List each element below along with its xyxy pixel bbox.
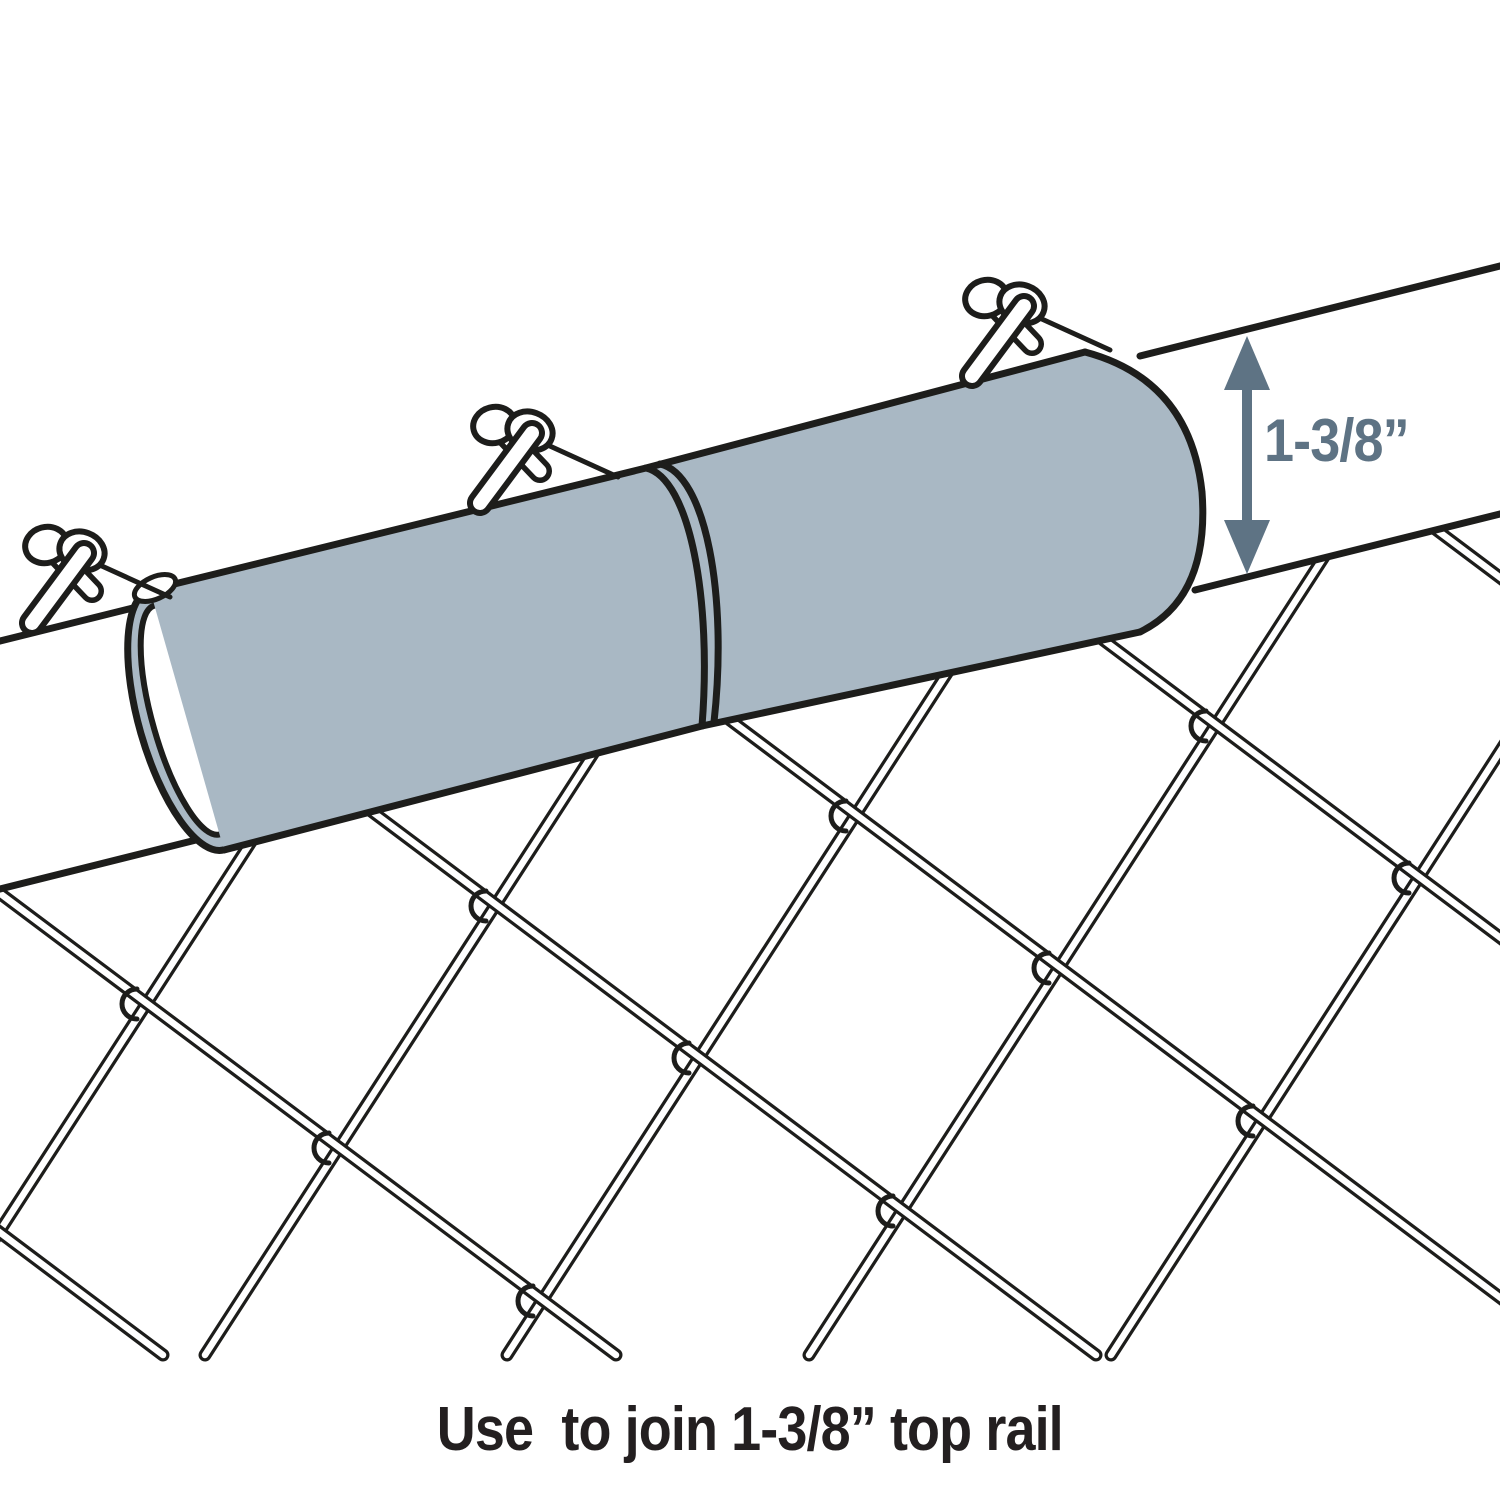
sleeve-right-segment	[642, 348, 1207, 730]
sleeve-left-segment	[124, 464, 708, 854]
arrowhead-up	[1224, 336, 1270, 390]
caption-text: Use to join 1-3/8” top rail	[436, 1395, 1064, 1464]
rail-bottom-edge-right	[1191, 510, 1500, 594]
rail-top-edge-right	[1136, 262, 1500, 360]
rail-bottom-edge-left	[0, 827, 236, 893]
sleeve-junction-front-rim	[642, 464, 708, 730]
arrowhead-down	[1224, 520, 1270, 574]
dimension-label: 1-3/8”	[1264, 407, 1410, 474]
dimension-arrow	[1224, 336, 1270, 574]
rail-sleeve	[124, 348, 1207, 854]
sleeve-junction-rear-rim	[656, 460, 722, 726]
caption: Use to join 1-3/8” top rail	[0, 1394, 1500, 1465]
mesh-knuckles	[119, 708, 1412, 1319]
